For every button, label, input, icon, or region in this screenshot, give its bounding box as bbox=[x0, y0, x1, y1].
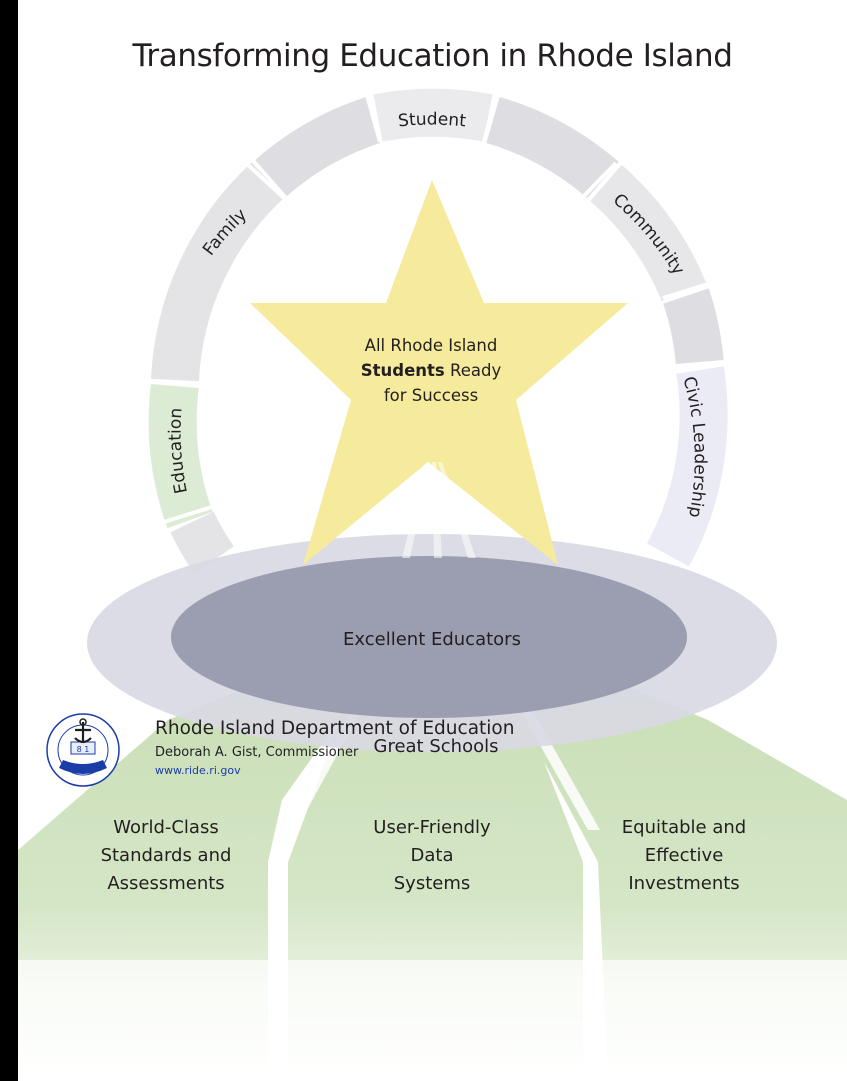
page: Transforming Education in Rhode Island bbox=[18, 0, 847, 1081]
pillar-label-data-systems-line3: Systems bbox=[393, 873, 471, 894]
ring-segment-right bbox=[663, 288, 724, 368]
pillar-label-data-systems: User-Friendly Data Systems bbox=[337, 814, 527, 898]
ring-segment-student bbox=[373, 88, 493, 142]
pillar-label-standards-line2: Standards and bbox=[100, 845, 232, 866]
pillar-label-investments-line2: Effective bbox=[644, 845, 724, 866]
website-link[interactable]: www.ride.ri.gov bbox=[155, 764, 241, 777]
svg-text:Student: Student bbox=[397, 110, 467, 132]
ring-segment-education bbox=[148, 381, 213, 529]
ring-segment-civic bbox=[646, 366, 728, 567]
pillar-label-standards: World-Class Standards and Assessments bbox=[71, 814, 261, 898]
success-star bbox=[250, 180, 628, 565]
pillar-label-investments: Equitable and Effective Investments bbox=[589, 814, 779, 898]
commissioner-name: Deborah A. Gist, Commissioner bbox=[155, 745, 359, 760]
page-title: Transforming Education in Rhode Island bbox=[132, 38, 733, 74]
pillar-label-investments-line3: Investments bbox=[628, 873, 740, 894]
great-schools-label: Great Schools bbox=[373, 736, 499, 757]
star-label-students: Students bbox=[360, 361, 445, 380]
ring-segment-family bbox=[151, 162, 285, 382]
ring-segment-upper-left bbox=[255, 97, 381, 197]
pillar-label-data-systems-line1: User-Friendly bbox=[373, 817, 491, 838]
education-diagram: Student Family Community Education Civic… bbox=[18, 88, 847, 1081]
pillar-label-data-systems-line2: Data bbox=[410, 845, 454, 866]
pillar-label-standards-line3: Assessments bbox=[107, 873, 225, 894]
ride-seal-logo: 8 1 bbox=[46, 713, 120, 787]
ring-label-student: Student bbox=[397, 110, 467, 132]
pillar-label-standards-line1: World-Class bbox=[113, 817, 219, 838]
seal-number: 8 1 bbox=[77, 745, 90, 754]
star-label-line2: Students Ready bbox=[336, 358, 526, 383]
excellent-educators-ellipse bbox=[171, 556, 687, 718]
star-label-ready: Ready bbox=[444, 361, 502, 380]
star-label: All Rhode Island Students Ready for Succ… bbox=[336, 333, 526, 408]
pillar-label-investments-line1: Equitable and bbox=[621, 817, 747, 838]
star-label-line1: All Rhode Island bbox=[364, 336, 498, 355]
ring-segment-lower-left bbox=[170, 511, 235, 574]
department-name: Rhode Island Department of Education bbox=[155, 718, 515, 739]
excellent-educators-label: Excellent Educators bbox=[343, 629, 521, 650]
ring-segment-community bbox=[589, 164, 707, 302]
ring-segment-upper-right bbox=[485, 96, 619, 199]
star-label-line3: for Success bbox=[383, 386, 479, 405]
